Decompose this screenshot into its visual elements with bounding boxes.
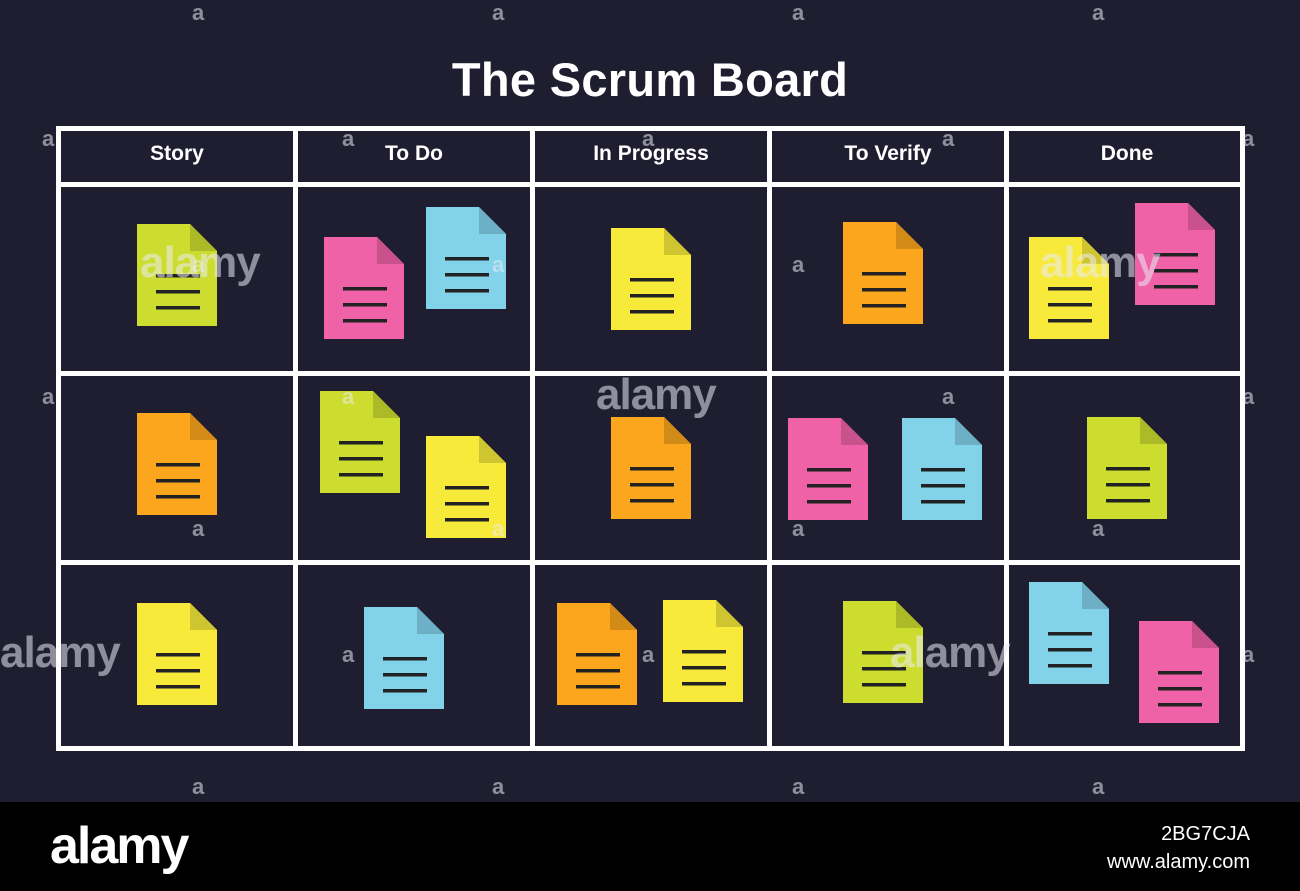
watermark-mark: a [492, 0, 505, 25]
sticky-note-blue[interactable] [1029, 582, 1109, 684]
sticky-note-orange[interactable] [843, 222, 923, 324]
document-icon [137, 224, 217, 326]
watermark-mark: a [942, 126, 955, 151]
sticky-note-orange[interactable] [611, 417, 691, 519]
sticky-note-yellow[interactable] [1029, 237, 1109, 339]
sticky-note-yellow[interactable] [426, 436, 506, 538]
watermark-mark: a [492, 252, 505, 277]
watermark-mark: a [192, 0, 205, 25]
grid-line-vertical [56, 126, 61, 751]
watermark-mark: a [1242, 126, 1255, 151]
watermark-mark: a [492, 516, 505, 541]
document-icon [1029, 237, 1109, 339]
sticky-note-yellow[interactable] [137, 603, 217, 705]
sticky-note-yellow[interactable] [663, 600, 743, 702]
sticky-note-pink[interactable] [788, 418, 868, 520]
grid-line-vertical [1004, 126, 1009, 751]
column-header-done: Done [1100, 142, 1154, 165]
watermark-mark: a [1242, 642, 1255, 667]
sticky-note-yellow[interactable] [611, 228, 691, 330]
document-icon [137, 413, 217, 515]
watermark-mark: a [1242, 384, 1255, 409]
document-icon [611, 228, 691, 330]
footer-bar: alamy 2BG7CJA www.alamy.com [0, 802, 1300, 891]
document-icon [137, 603, 217, 705]
sticky-note-blue[interactable] [902, 418, 982, 520]
sticky-note-lime[interactable] [843, 601, 923, 703]
document-icon [611, 417, 691, 519]
scrum-board-grid: Story To Do In Progress To Verify Done [56, 126, 1245, 751]
document-icon [557, 603, 637, 705]
document-icon [1139, 621, 1219, 723]
grid-line-horizontal [56, 182, 1245, 187]
sticky-note-lime[interactable] [1087, 417, 1167, 519]
image-id: 2BG7CJA [1161, 823, 1250, 845]
watermark-logo: alamy [140, 238, 261, 287]
watermark-mark: a [1092, 0, 1105, 25]
alamy-logo: alamy [50, 817, 189, 875]
watermark-mark: a [42, 384, 55, 409]
grid-line-horizontal [56, 746, 1245, 751]
watermark-logo: alamy [596, 370, 717, 419]
column-header-to-do: To Do [385, 142, 443, 165]
document-icon [1029, 582, 1109, 684]
sticky-note-pink[interactable] [324, 237, 404, 339]
watermark-logo: alamy [0, 628, 121, 677]
watermark-logo: alamy [890, 628, 1011, 677]
document-icon [320, 391, 400, 493]
column-header-in-progress: In Progress [593, 142, 709, 165]
grid-line-vertical [1240, 126, 1245, 751]
document-icon [788, 418, 868, 520]
document-icon [902, 418, 982, 520]
grid-line-vertical [530, 126, 535, 751]
document-icon [364, 607, 444, 709]
grid-line-vertical [767, 126, 772, 751]
sticky-note-blue[interactable] [426, 207, 506, 309]
column-header-to-verify: To Verify [844, 142, 932, 165]
document-icon [663, 600, 743, 702]
sticky-note-pink[interactable] [1139, 621, 1219, 723]
watermark-mark: a [642, 126, 655, 151]
watermark-mark: a [942, 384, 955, 409]
watermark-mark: a [1092, 774, 1105, 799]
grid-line-horizontal [56, 126, 1245, 131]
sticky-note-lime[interactable] [320, 391, 400, 493]
watermark-mark: a [642, 642, 655, 667]
watermark-mark: a [792, 774, 805, 799]
document-icon [1087, 417, 1167, 519]
grid-line-vertical [293, 126, 298, 751]
watermark-mark: a [792, 0, 805, 25]
watermark-mark: a [342, 126, 355, 151]
watermark-mark: a [792, 252, 805, 277]
watermark-mark: a [192, 252, 205, 277]
watermark-mark: a [192, 516, 205, 541]
watermark-mark: a [492, 774, 505, 799]
column-header-story: Story [150, 142, 204, 165]
document-icon [324, 237, 404, 339]
sticky-note-orange[interactable] [557, 603, 637, 705]
board-area: The Scrum Board Story To Do In Progress To … [0, 0, 1255, 799]
document-icon [426, 436, 506, 538]
watermark-mark: a [42, 126, 55, 151]
grid-line-horizontal [56, 371, 1245, 376]
sticky-note-pink[interactable] [1135, 203, 1215, 305]
watermark-mark: a [342, 384, 355, 409]
sticky-note-lime[interactable] [137, 224, 217, 326]
board-title: The Scrum Board [451, 53, 849, 106]
source-url: www.alamy.com [1107, 851, 1250, 873]
watermark-mark: a [192, 774, 205, 799]
watermark-mark: a [1092, 516, 1105, 541]
document-icon [426, 207, 506, 309]
watermark-logo: alamy [1040, 238, 1161, 287]
grid-line-horizontal [56, 560, 1245, 565]
document-icon [1135, 203, 1215, 305]
watermark-mark: a [342, 642, 355, 667]
watermark-mark: a [792, 516, 805, 541]
document-icon [843, 601, 923, 703]
sticky-note-orange[interactable] [137, 413, 217, 515]
sticky-note-blue[interactable] [364, 607, 444, 709]
document-icon [843, 222, 923, 324]
